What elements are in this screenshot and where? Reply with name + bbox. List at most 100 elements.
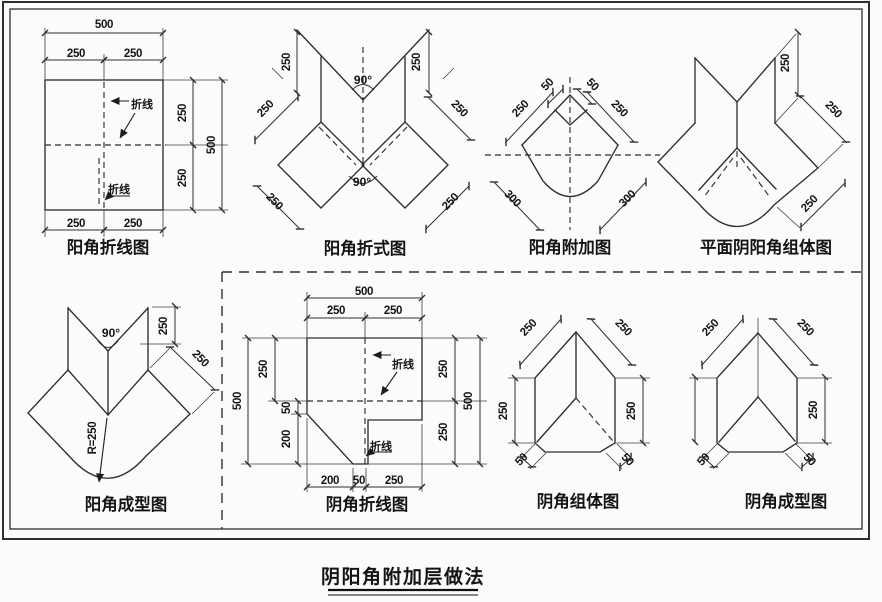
dim-label: 250 [124, 218, 142, 230]
dim-tick [362, 483, 370, 491]
dim-tick [294, 397, 302, 405]
dim-tick [100, 56, 108, 64]
dim-tick [794, 91, 802, 99]
angle-arc [348, 175, 378, 184]
dim-tick [639, 374, 647, 382]
d6-fold-line-callouts: 折线 折线 [365, 351, 414, 457]
dim-tick [159, 29, 167, 37]
dim-tick [159, 56, 167, 64]
dim-tick [821, 438, 829, 446]
dim-label: 200 [321, 475, 339, 487]
dim-label: 250 [608, 98, 629, 119]
dim-label: 250 [67, 48, 85, 60]
dim-label: 250 [799, 193, 820, 214]
diagram-yang-corner-fold-style: 90° 90° 250 250 250 250 250 250 阳角折式图 [252, 28, 476, 258]
diagram-title: 阳角附加图 [529, 237, 612, 257]
dim-label: 250 [263, 191, 284, 212]
dim-label: 50 [584, 76, 601, 93]
fold-line-label: 折线 [370, 439, 392, 453]
dim-tick [511, 374, 519, 382]
dim-label: 250 [510, 98, 531, 119]
fold-line-label: 折线 [392, 357, 414, 371]
dim-tick [418, 294, 426, 302]
diagram-title: 阴角组体图 [537, 491, 620, 511]
dim-tick [244, 334, 252, 342]
dim-label: 250 [448, 98, 469, 119]
dim-label: 250 [612, 317, 633, 338]
d6-dimensions: 500 250 250 500 250 50 200 250 250 500 2… [232, 286, 484, 491]
dim-label: 250 [281, 53, 293, 71]
dim-label: 250 [438, 423, 450, 441]
dim-label: 250 [822, 99, 843, 120]
diagram-title: 平面阴阳角组体图 [700, 237, 832, 257]
dim-label: 50 [353, 475, 365, 487]
dim-label: 250 [626, 402, 638, 420]
d8-dimensions: 250 250 250 50 50 [689, 314, 832, 472]
angle-arc [97, 340, 119, 348]
section-divider-dashed [221, 271, 862, 529]
dim-label: 250 [177, 169, 189, 187]
d2-dimensions: 250 250 250 250 250 250 [252, 28, 476, 234]
dim-tick [476, 334, 484, 342]
dim-tick [41, 226, 49, 234]
diagram-title: 阴角成型图 [745, 491, 828, 511]
dim-label: 500 [95, 19, 113, 31]
dim-label: 500 [463, 392, 475, 410]
dim-tick [303, 483, 311, 491]
diagram-yang-corner-addition: 50 50 250 250 300 300 阳角附加图 [485, 76, 660, 257]
dim-label: 250 [258, 360, 270, 378]
dim-tick [425, 28, 433, 36]
diagram-title: 阳角成型图 [85, 494, 168, 514]
dim-tick [294, 460, 302, 468]
dim-tick [794, 28, 802, 36]
dim-label: 250 [498, 402, 510, 420]
dim-label: 500 [232, 392, 244, 410]
dim-label: 250 [780, 54, 792, 72]
dim-label: 50 [281, 402, 293, 414]
dim-tick [244, 460, 252, 468]
dim-label: 250 [67, 218, 85, 230]
diagram-yin-corner-formed: 250 250 250 50 50 阴角成型图 [689, 314, 832, 511]
dim-tick [418, 314, 426, 322]
dim-tick [171, 340, 179, 348]
angle-label: 90° [353, 175, 371, 189]
dim-tick [271, 334, 279, 342]
dim-tick [691, 438, 699, 446]
d7-dimensions: 250 250 250 250 50 50 [498, 314, 650, 472]
dim-label: 50 [539, 76, 556, 93]
dim-label: 250 [794, 317, 815, 338]
dim-tick [349, 483, 357, 491]
dim-tick [41, 29, 49, 37]
d4-dimensions: 250 250 250 [774, 28, 851, 232]
dim-tick [189, 141, 197, 149]
dim-tick [451, 397, 459, 405]
dim-label: 500 [206, 136, 218, 154]
dim-tick [271, 397, 279, 405]
fold-line-label: 折线 [108, 182, 130, 196]
angle-label: 90° [354, 73, 372, 87]
dim-tick [511, 439, 519, 447]
dim-tick [361, 314, 369, 322]
diagram-yin-corner-combined: 250 250 250 250 50 50 阴角组体图 [498, 314, 650, 511]
dim-label-radius: R=250 [87, 422, 99, 455]
diagram-title: 阳角折线图 [67, 237, 150, 257]
dim-tick [159, 226, 167, 234]
fold-line-label: 折线 [131, 97, 153, 111]
dim-label: 250 [327, 305, 345, 317]
dim-tick [303, 294, 311, 302]
dim-label: 50 [695, 451, 712, 468]
dim-tick [691, 373, 699, 381]
sheet-border [2, 1, 870, 540]
dim-tick [425, 89, 433, 97]
dim-tick [821, 373, 829, 381]
main-title: 阴阳角附加层做法 [321, 565, 485, 588]
d1-fold-line-callouts: 折线 折线 [104, 97, 153, 201]
dim-label: 250 [438, 360, 450, 378]
main-title-block: 阴阳角附加层做法 [321, 565, 485, 596]
dim-tick [171, 302, 179, 310]
dim-label: 250 [440, 191, 461, 212]
dim-tick [100, 226, 108, 234]
dim-label: 250 [158, 317, 170, 335]
